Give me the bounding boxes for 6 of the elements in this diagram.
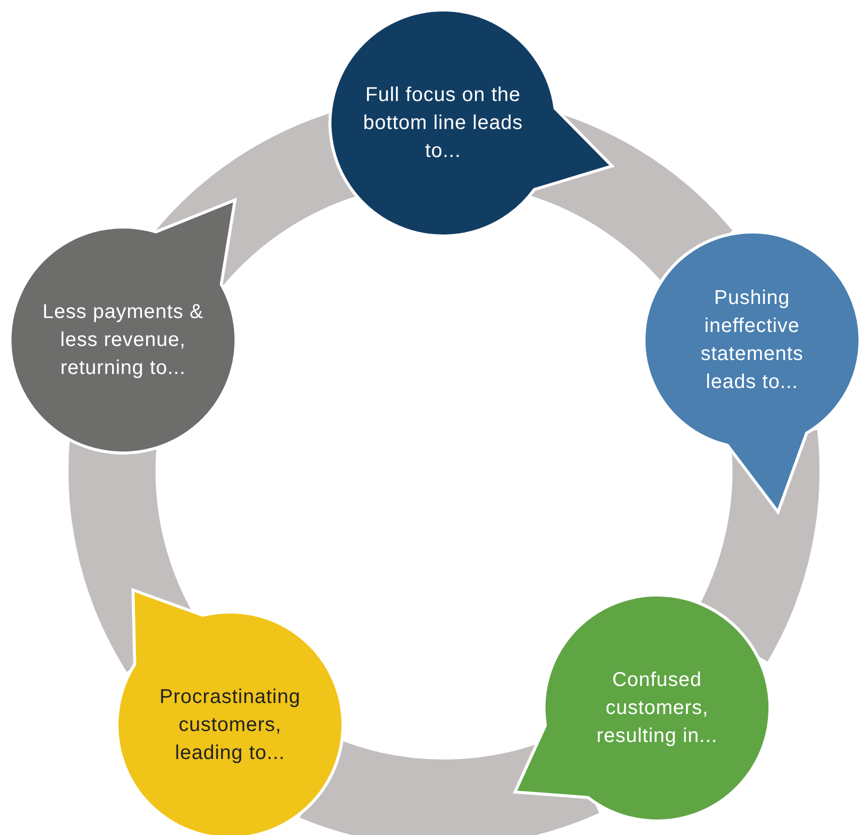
speech-bubble <box>115 588 345 835</box>
bubble-text: Pushing ineffective statements leads to... <box>700 286 804 395</box>
bubble-text: Procrastinating customers, leading to... <box>158 685 302 766</box>
bubble-text: Full focus on the bottom line leads to... <box>362 83 524 164</box>
bubble-text: Less payments & less revenue, returning to... <box>42 300 204 381</box>
bubble-text: Confused customers, resulting in... <box>596 668 718 749</box>
